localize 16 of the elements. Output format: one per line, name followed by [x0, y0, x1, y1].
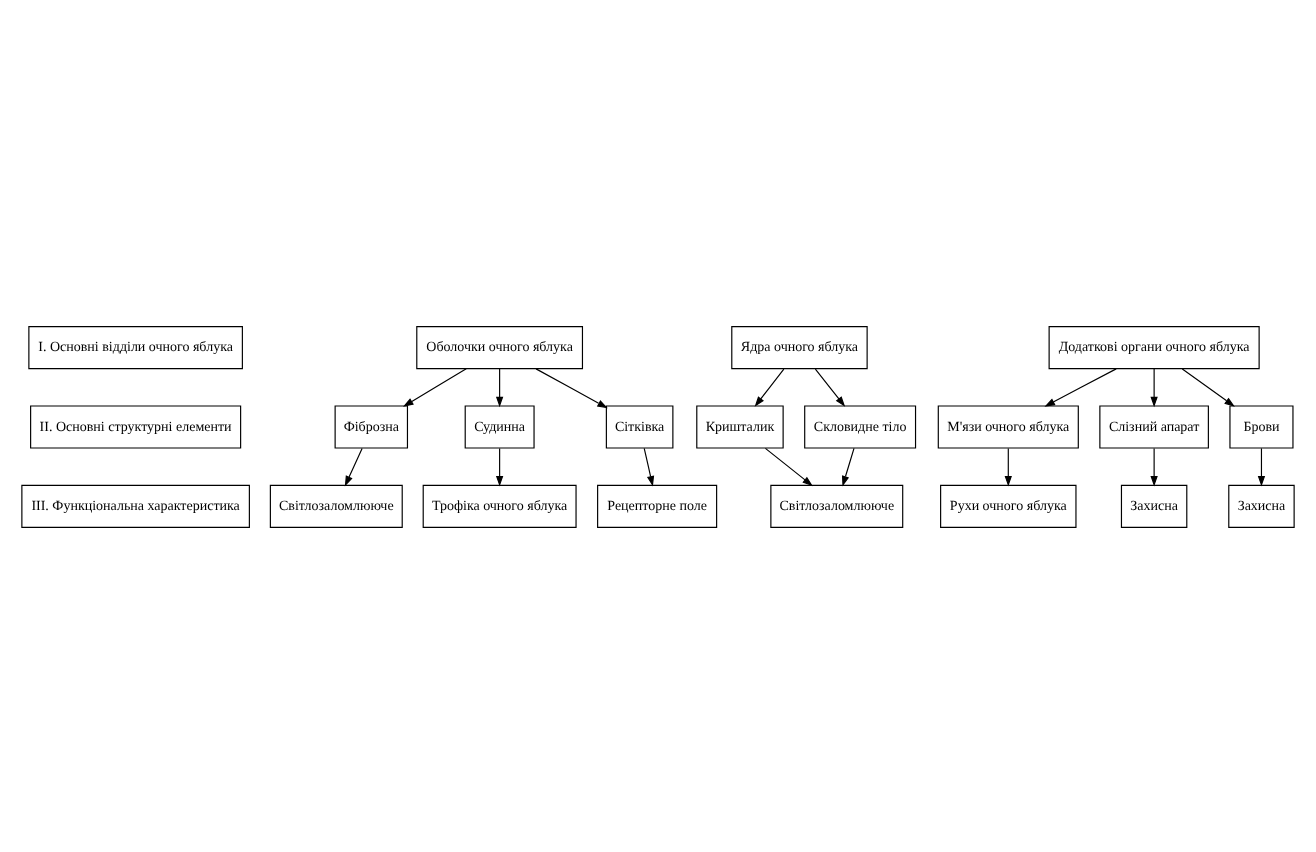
arrow [403, 367, 467, 406]
arrow [495, 446, 504, 486]
arrow [1181, 367, 1235, 406]
arrow [754, 367, 785, 406]
arrow [814, 367, 846, 406]
arrow [1150, 367, 1158, 407]
arrow [344, 446, 363, 486]
arrow [1150, 446, 1158, 486]
arrow [1004, 446, 1012, 486]
arrow [841, 446, 855, 486]
arrow [643, 446, 655, 486]
arrow [495, 367, 504, 407]
arrow [535, 367, 608, 408]
arrow [764, 446, 813, 486]
arrow [1044, 367, 1117, 406]
arrow [1257, 446, 1266, 486]
